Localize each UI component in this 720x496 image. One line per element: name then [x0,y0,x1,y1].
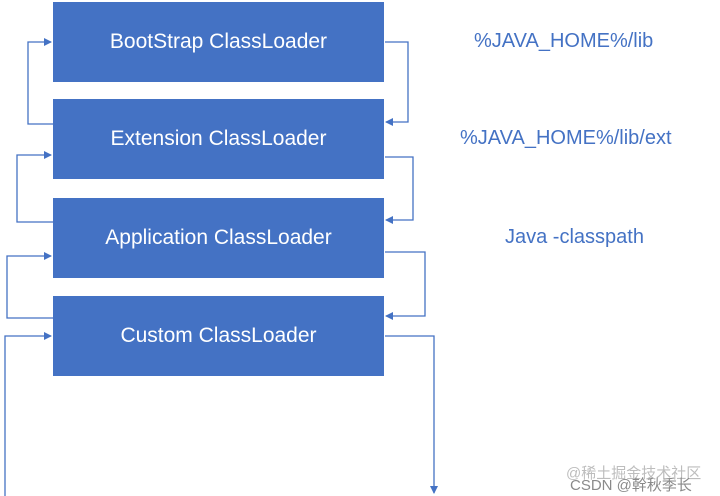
arrow-bootstrap-to-extension-down [385,41,409,126]
custom-classloader-box: Custom ClassLoader [53,296,384,376]
arrow-application-to-custom-down [385,251,426,320]
application-classloader-box: Application ClassLoader [53,198,384,278]
csdn-watermark: CSDN @幹秋季长 [570,477,692,494]
bootstrap-path-label: %JAVA_HOME%/lib [474,30,654,52]
arrow-extension-to-bootstrap-up [27,38,53,125]
arrow-custom-to-application-up [6,252,53,319]
arrow-custom-exit-down [385,335,438,494]
application-path-label: Java -classpath [505,226,644,248]
arrow-application-to-extension-up [16,151,53,223]
arrow-extension-to-application-down [385,156,414,224]
extension-path-label: %JAVA_HOME%/lib/ext [460,127,672,149]
arrow-entry-to-custom [4,332,52,496]
extension-classloader-box: Extension ClassLoader [53,99,384,179]
bootstrap-classloader-box: BootStrap ClassLoader [53,2,384,82]
juejin-watermark: @稀土掘金技术社区 [566,465,702,482]
